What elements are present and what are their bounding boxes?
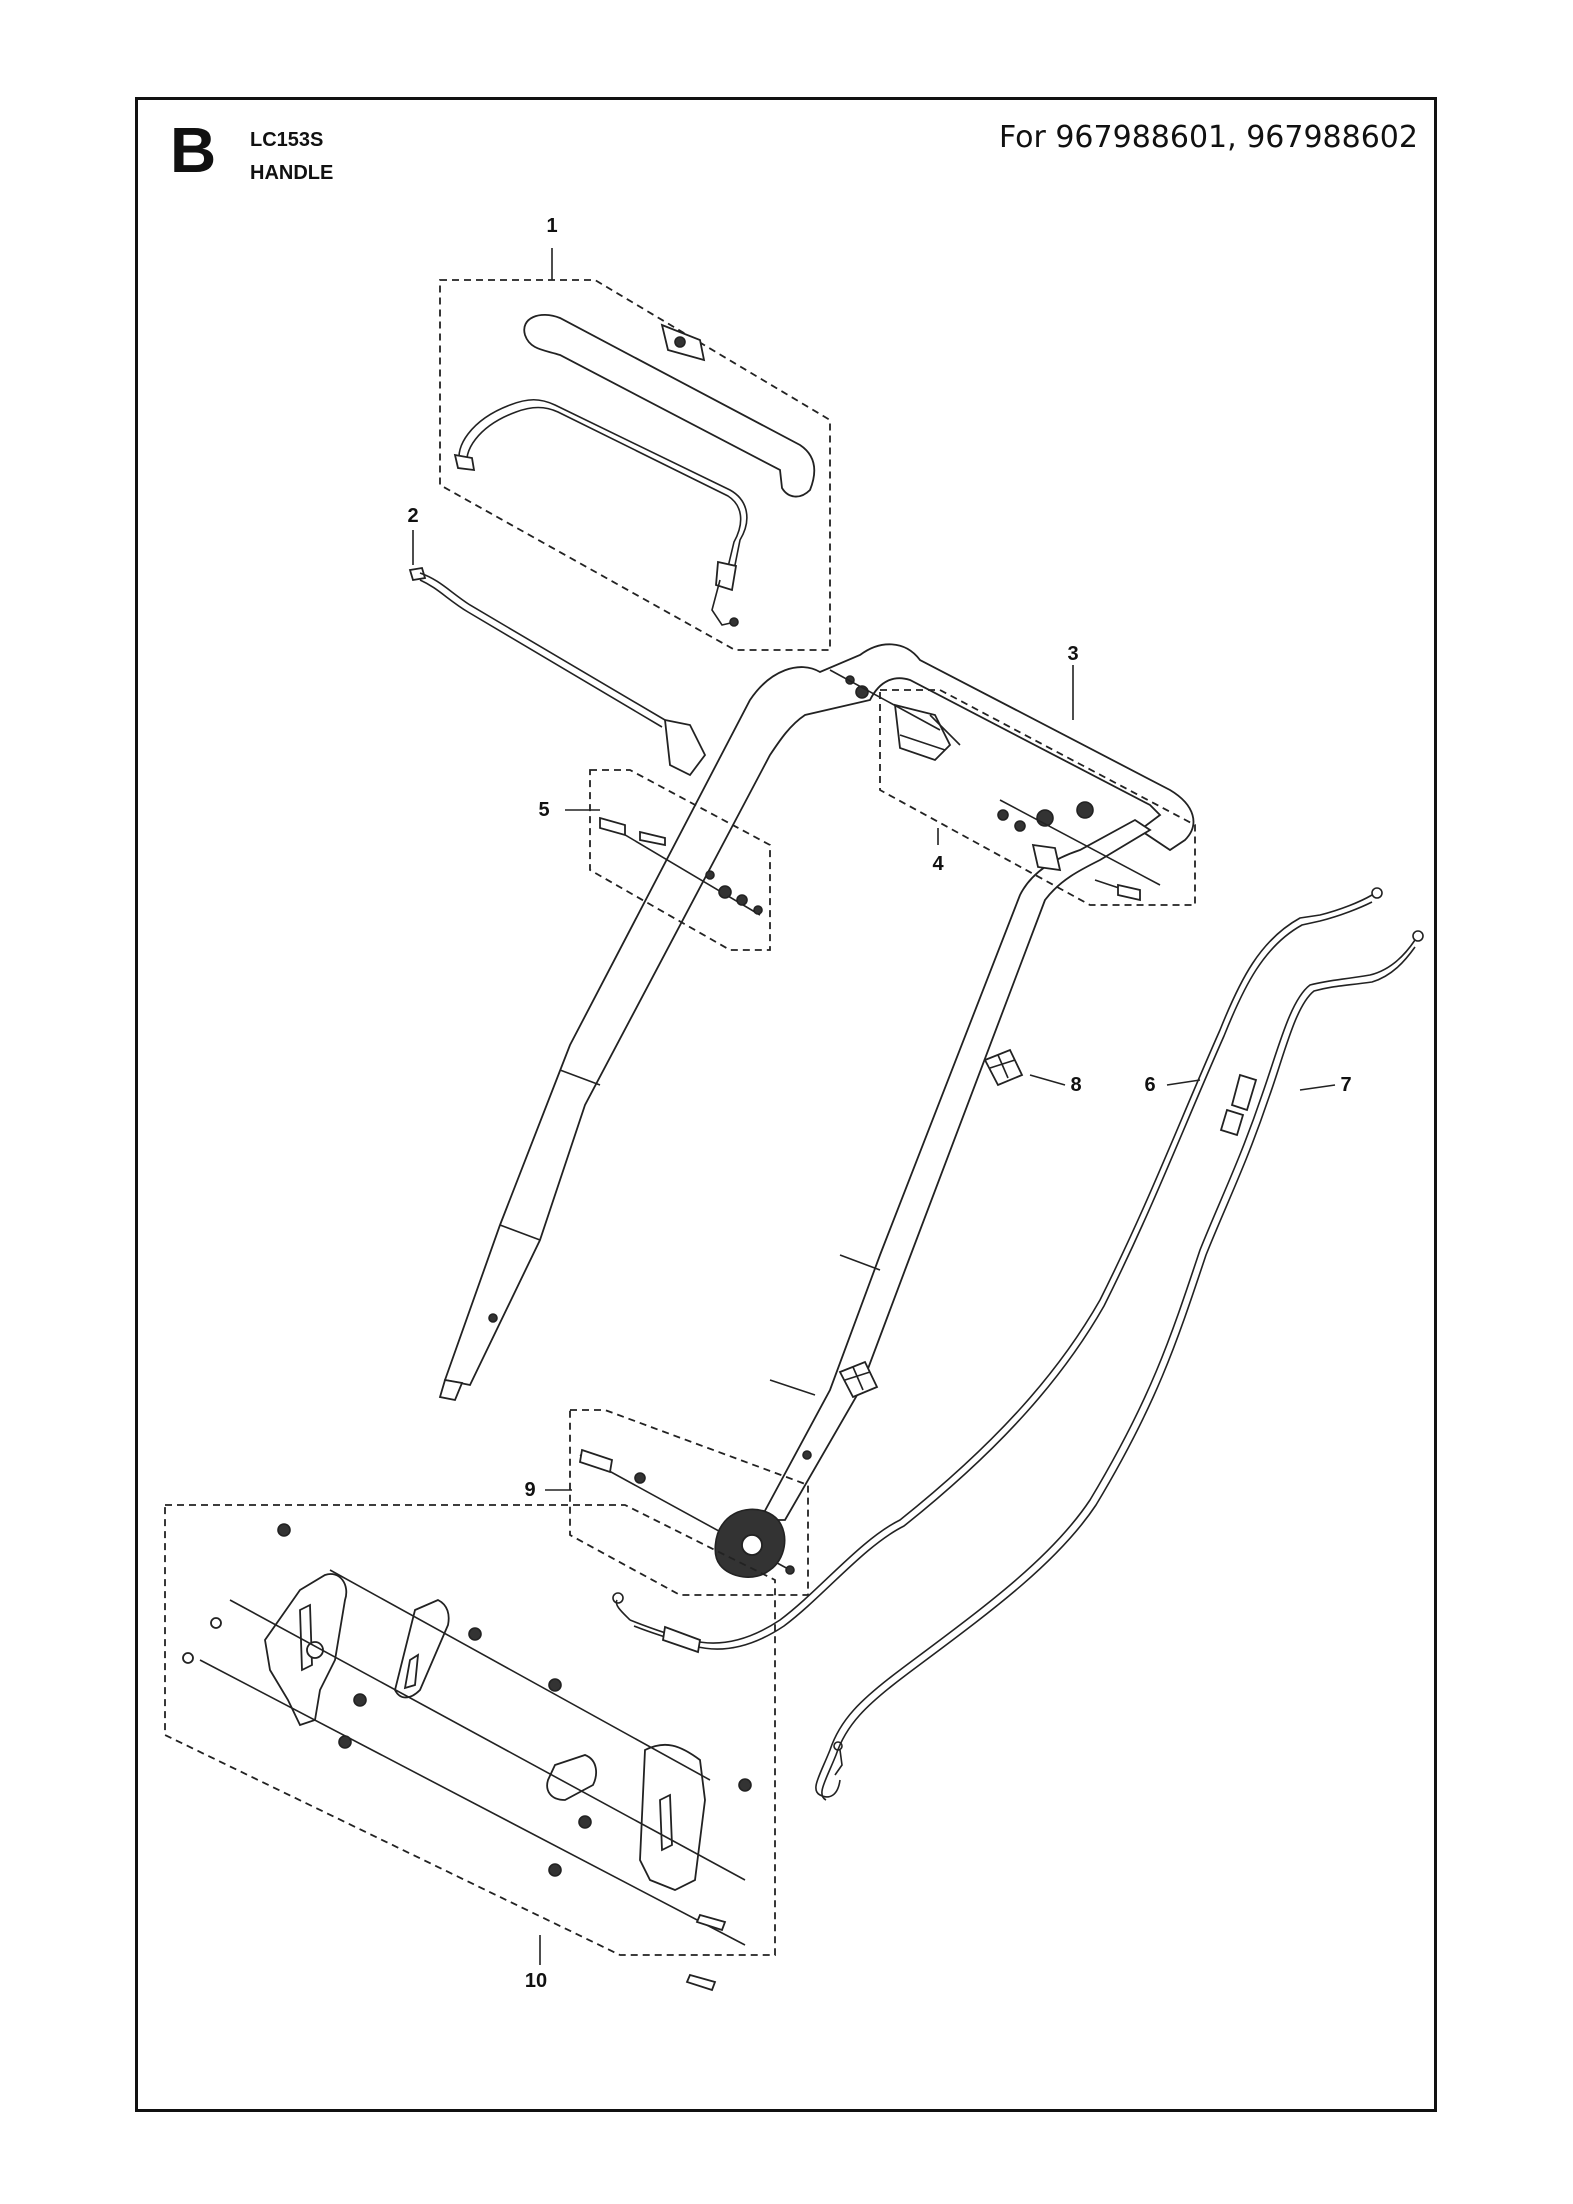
callout-leaders (412, 248, 1336, 1965)
part-4-bracket-assembly (829, 669, 1196, 906)
part-8-cable-clip (838, 1048, 1024, 1399)
part-2-control-rod (408, 566, 707, 777)
callout-3: 3 (1067, 643, 1078, 665)
part-1-grip-assembly (439, 279, 831, 651)
part-9-knob-set (569, 1409, 809, 1596)
section-letter: B (170, 114, 217, 186)
part-6-cable (612, 887, 1383, 1654)
applies-to-serials: For 967988601, 967988602 (998, 120, 1418, 155)
model-number: LC153S (250, 129, 324, 151)
section-title: HANDLE (250, 162, 334, 184)
part-5-bolt-set (589, 769, 771, 951)
callout-9: 9 (524, 1479, 535, 1501)
callout-7: 7 (1340, 1074, 1351, 1096)
callout-8: 8 (1070, 1074, 1081, 1096)
callout-2: 2 (407, 505, 418, 527)
callout-6: 6 (1144, 1074, 1155, 1096)
callout-5: 5 (538, 799, 549, 821)
callout-10: 10 (525, 1970, 547, 1992)
part-10-adjust-plates (164, 1504, 776, 1992)
page-frame (135, 97, 1437, 2112)
callout-1: 1 (546, 215, 557, 237)
callout-4: 4 (932, 853, 944, 875)
part-7-cable (815, 930, 1424, 1801)
